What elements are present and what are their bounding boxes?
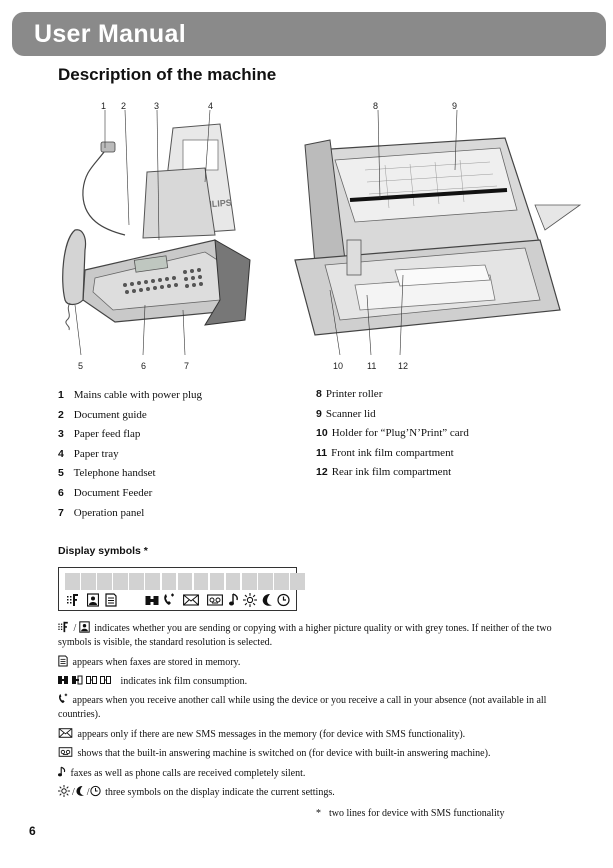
answering-machine-icon xyxy=(207,594,223,606)
lcd-cell xyxy=(193,573,209,590)
callout-12: 12 xyxy=(398,361,409,371)
callout-3: 3 xyxy=(154,101,160,111)
lcd-cell xyxy=(225,573,241,590)
lcd-cell xyxy=(113,573,128,590)
callout-9: 9 xyxy=(452,101,458,111)
fax-machine-open-illustration xyxy=(294,110,582,355)
clock-icon xyxy=(89,785,101,797)
lcd-cell xyxy=(177,573,193,590)
legend-item: 5 Telephone handset xyxy=(58,467,156,480)
fax-machine-illustration: PHILIPS xyxy=(62,110,251,355)
desc-ink-film: indicates ink film consumption. xyxy=(58,674,558,689)
photo-icon xyxy=(79,621,90,633)
lcd-cell xyxy=(242,573,257,590)
call-waiting-icon xyxy=(59,693,68,704)
desc-silent: faxes as well as phone calls are receive… xyxy=(58,766,558,781)
desc-resolution: / indicates whether you are sending or c… xyxy=(58,621,552,648)
lcd-cell xyxy=(209,573,225,590)
header-bar: User Manual xyxy=(12,12,606,56)
desc-answering-machine: shows that the built-in answering machin… xyxy=(58,746,558,761)
callout-4: 4 xyxy=(208,101,214,111)
callout-6: 6 xyxy=(141,361,147,371)
sun-icon xyxy=(243,593,257,607)
fine-resolution-icon xyxy=(67,594,78,606)
legend-item: 4 Paper tray xyxy=(58,447,119,460)
ink-film-icon xyxy=(145,596,159,605)
callout-7: 7 xyxy=(184,361,190,371)
ink-film-levels-icon xyxy=(58,675,111,685)
photo-icon xyxy=(87,593,99,607)
legend-item: 7 Operation panel xyxy=(58,506,145,519)
callout-11: 11 xyxy=(367,361,377,371)
lcd-cell xyxy=(129,573,144,590)
call-waiting-icon xyxy=(164,593,174,605)
legend-item: 2 Document guide xyxy=(58,408,147,421)
legend-item: 6 Document Feeder xyxy=(58,486,153,499)
lcd-icon-row xyxy=(65,593,293,608)
moon-icon xyxy=(262,594,272,606)
lcd-cell xyxy=(145,573,160,590)
lcd-display xyxy=(58,567,305,611)
lcd-cell xyxy=(290,573,305,590)
memory-icon xyxy=(58,655,68,667)
silent-icon xyxy=(58,766,66,777)
legend-item: 1 Mains cable with power plug xyxy=(58,389,203,401)
page-number: 6 xyxy=(29,824,36,838)
section-title: Description of the machine xyxy=(58,65,277,84)
sun-icon xyxy=(58,785,70,797)
callout-5: 5 xyxy=(78,361,84,371)
lcd-cell xyxy=(258,573,273,590)
sms-envelope-icon xyxy=(183,594,199,606)
lcd-cell xyxy=(81,573,96,590)
lcd-cell xyxy=(97,573,112,590)
callout-8: 8 xyxy=(373,101,379,111)
clock-icon xyxy=(277,593,290,607)
callout-2: 2 xyxy=(121,101,127,111)
header-title: User Manual xyxy=(34,19,186,48)
lcd-cell-row xyxy=(65,573,305,590)
display-symbols-title: Display symbols * xyxy=(58,545,148,557)
desc-memory: appears when faxes are stored in memory. xyxy=(58,655,558,670)
sms-envelope-icon xyxy=(58,728,73,738)
callout-10: 10 xyxy=(333,361,344,371)
answering-machine-icon xyxy=(58,747,73,757)
lcd-cell xyxy=(274,573,289,590)
lcd-cell xyxy=(65,573,80,590)
fine-resolution-icon xyxy=(58,621,68,633)
desc-sms: appears only if there are new SMS messag… xyxy=(58,727,558,742)
legend-item: 3 Paper feed flap xyxy=(58,428,141,441)
memory-icon xyxy=(105,593,117,607)
desc-settings: // three symbols on the display indicate… xyxy=(58,785,558,800)
silent-icon xyxy=(229,593,238,606)
footnote: *two lines for device with SMS functiona… xyxy=(316,808,505,819)
lcd-cell xyxy=(161,573,177,590)
legend-left: 1 Mains cable with power plug 2 Document… xyxy=(58,386,202,523)
moon-icon xyxy=(76,786,84,796)
desc-call-waiting: appears when you receive another call wh… xyxy=(58,693,547,720)
callout-1: 1 xyxy=(101,101,107,111)
